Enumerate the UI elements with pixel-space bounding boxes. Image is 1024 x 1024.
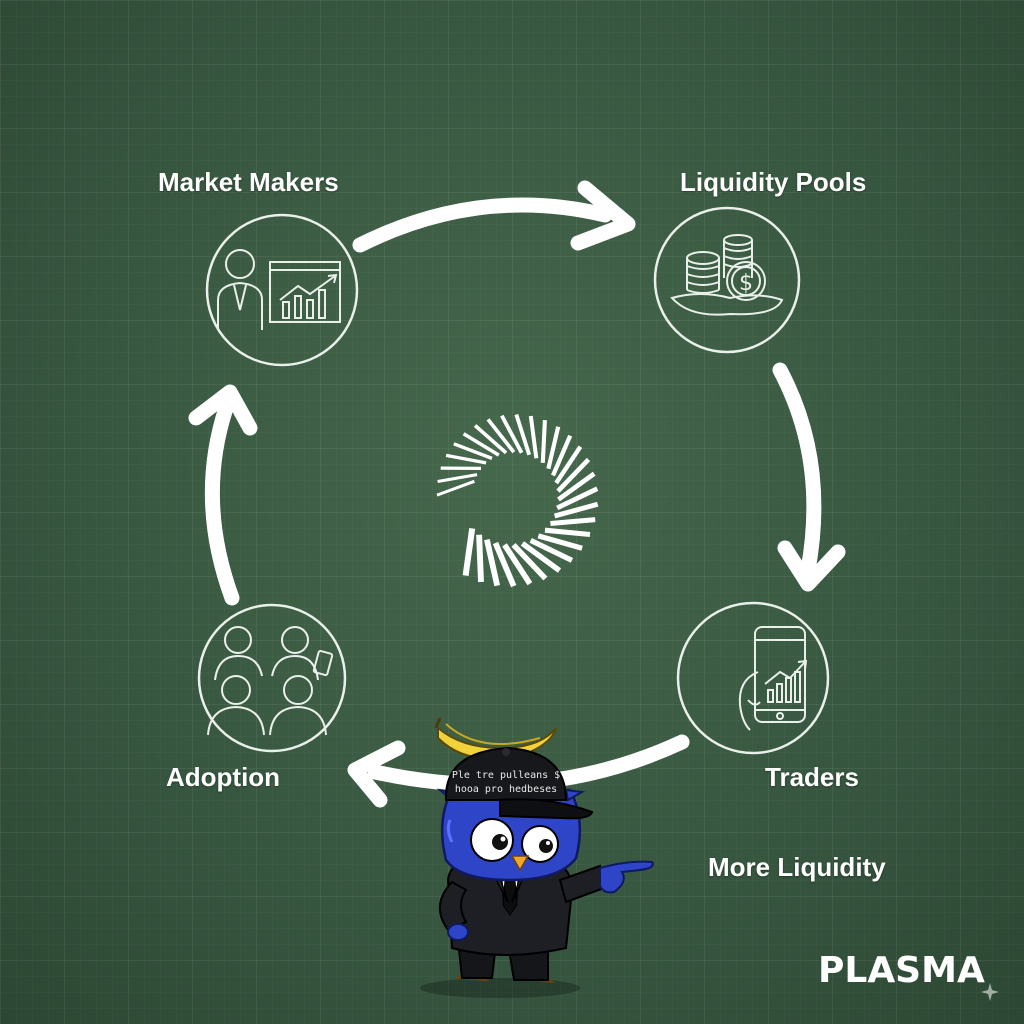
spiral-stripe xyxy=(546,426,561,470)
spiral-stripe xyxy=(550,517,596,526)
spiral-stripe xyxy=(462,527,476,577)
sparkle-icon xyxy=(981,983,999,1001)
spiral-stripe xyxy=(486,418,516,454)
label-traders: Traders xyxy=(765,762,859,792)
spiral-stripe xyxy=(556,457,591,493)
smartphone-chart-icon xyxy=(738,626,808,731)
node-traders xyxy=(676,601,830,755)
node-market-makers xyxy=(205,213,359,367)
coin-stacks-dollar-icon: $ xyxy=(670,234,784,316)
spiral-stripe xyxy=(529,538,574,563)
spiral-stripe xyxy=(484,538,501,587)
spiral-stripe xyxy=(520,541,562,573)
arrow-mm-to-lp xyxy=(352,197,613,253)
spiral-stripe xyxy=(462,432,500,457)
spiral-stripe xyxy=(544,527,591,538)
spiral-stripe xyxy=(514,413,532,456)
spiral-stripe xyxy=(445,453,487,465)
arrow-mm-to-lp-head xyxy=(570,180,636,251)
spiral-stripe xyxy=(476,534,484,583)
cap-text-line-1: Ple tre pulleans $ xyxy=(452,770,560,781)
arrow-lp-to-traders-head xyxy=(777,540,846,592)
node-liquidity-pools: $ xyxy=(653,206,801,354)
label-market-makers: Market Makers xyxy=(158,167,339,197)
spiral-stripe xyxy=(528,415,539,459)
svg-text:$: $ xyxy=(739,271,753,296)
node-adoption xyxy=(197,603,347,753)
spiral-stripe xyxy=(500,414,524,454)
crowd-icon xyxy=(207,626,334,736)
businessperson-chart-icon xyxy=(217,249,341,330)
arrow-adoption-to-mm-head xyxy=(188,384,258,436)
label-liquidity-pools: Liquidity Pools xyxy=(680,167,867,197)
spiral-stripe xyxy=(473,424,508,455)
spiral-stripe xyxy=(511,543,548,581)
spiral-stripe xyxy=(556,486,599,511)
spiral-stripe xyxy=(554,445,583,485)
spiral-stripe xyxy=(502,543,533,586)
spiral-stripe xyxy=(437,473,478,484)
mascot-character: Ple tre pulleans $ hooa pro hedbeses xyxy=(420,717,654,998)
center-spiral-icon xyxy=(436,413,599,588)
spiral-stripe xyxy=(553,501,599,519)
spiral-stripe xyxy=(540,419,547,463)
spiral-stripe xyxy=(492,541,517,588)
arrow-adoption-to-mm xyxy=(204,400,240,606)
spiral-stripe xyxy=(537,533,583,551)
label-more-liquidity: More Liquidity xyxy=(708,852,886,882)
arrow-traders-to-adoption-head xyxy=(347,740,406,808)
spiral-stripe xyxy=(557,471,596,502)
label-adoption: Adoption xyxy=(166,762,281,792)
spiral-stripe xyxy=(453,442,493,460)
arrow-lp-to-traders xyxy=(772,362,822,578)
spiral-stripe xyxy=(436,479,475,497)
spiral-stripe xyxy=(551,434,573,477)
brand-wordmark: PLASMA xyxy=(818,950,985,991)
cap-text-line-2: hooa pro hedbeses xyxy=(455,784,557,795)
